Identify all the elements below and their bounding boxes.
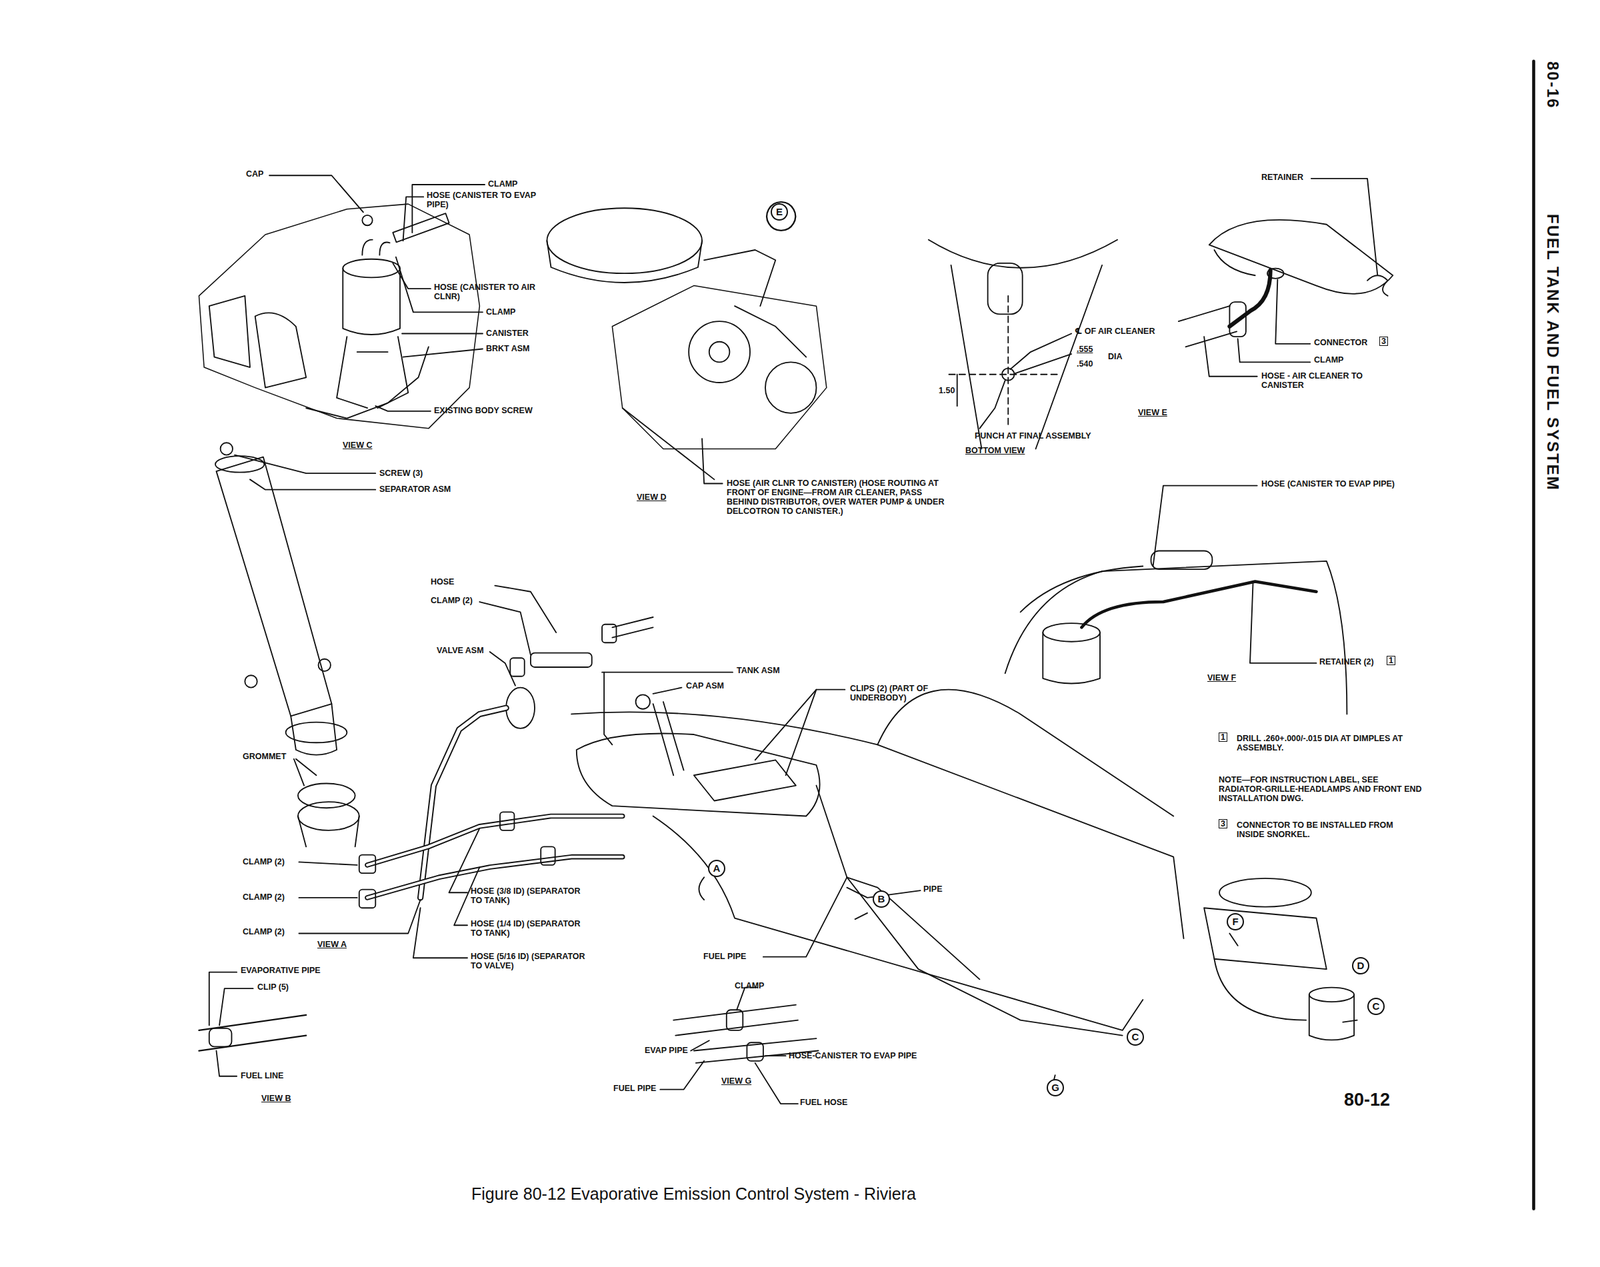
part-label: EVAP PIPE — [644, 1046, 688, 1056]
part-label: HOSE (CANISTER TO EVAP PIPE) — [1261, 479, 1425, 489]
part-label: BOTTOM VIEW — [965, 446, 1025, 456]
part-label: VIEW F — [1207, 673, 1236, 683]
part-label: HOSE (5/16 ID) (SEPARATOR TO VALVE) — [470, 952, 598, 971]
part-label: CLAMP (2) — [242, 892, 285, 902]
part-label: TANK ASM — [736, 666, 780, 676]
page-number: 80-16 — [1544, 61, 1562, 109]
callout-letter: C — [1126, 1028, 1144, 1046]
part-label: HOSE (AIR CLNR TO CANISTER) (HOSE ROUTIN… — [726, 478, 946, 516]
part-label: CLIP (5) — [257, 982, 289, 992]
part-label: CLAMP — [1314, 355, 1344, 365]
part-label: HOSE (1/4 ID) (SEPARATOR TO TANK) — [470, 919, 583, 938]
part-label: CLAMP — [734, 981, 764, 991]
part-label: CONNECTOR TO BE INSTALLED FROM INSIDE SN… — [1236, 820, 1410, 840]
part-label: VALVE ASM — [436, 646, 484, 656]
part-label: PUNCH AT FINAL ASSEMBLY — [974, 431, 1092, 441]
part-label: FUEL PIPE — [703, 952, 746, 962]
part-label: CLAMP (2) — [242, 927, 285, 937]
part-label: HOSE (3/8 ID) (SEPARATOR TO TANK) — [470, 886, 583, 906]
part-label: HOSE (CANISTER TO AIR CLNR) — [434, 282, 544, 302]
part-label: FUEL LINE — [240, 1071, 284, 1081]
part-label: EVAPORATIVE PIPE — [240, 966, 321, 976]
callout-letter: F — [1226, 913, 1244, 931]
part-label: CLAMP (2) — [430, 596, 473, 606]
figure-caption: Figure 80-12 Evaporative Emission Contro… — [471, 1184, 916, 1204]
part-label: FUEL HOSE — [800, 1098, 848, 1108]
part-label: .540 — [1076, 359, 1093, 369]
part-label: CLAMP — [486, 307, 516, 317]
callout-letter: D — [1352, 957, 1370, 975]
part-label: VIEW E — [1138, 408, 1168, 418]
part-label: EXISTING BODY SCREW — [434, 406, 533, 416]
part-label: CANISTER — [486, 328, 529, 338]
part-label: CAP — [246, 169, 264, 179]
callout-letter: B — [872, 890, 890, 908]
part-label: VIEW B — [261, 1094, 291, 1104]
section-title: FUEL TANK AND FUEL SYSTEM — [1544, 214, 1562, 492]
callout-letter: G — [1046, 1079, 1064, 1097]
part-label: CLAMP — [488, 179, 518, 189]
part-label: RETAINER — [1261, 172, 1304, 182]
part-label: FUEL PIPE — [613, 1084, 656, 1094]
part-label: SEPARATOR ASM — [379, 484, 451, 494]
part-label: BRKT ASM — [486, 344, 530, 354]
part-label: NOTE—FOR INSTRUCTION LABEL, SEE RADIATOR… — [1218, 775, 1423, 804]
part-label: VIEW D — [636, 492, 666, 502]
part-label: RETAINER (2) — [1319, 657, 1374, 667]
part-label: CLAMP (2) — [242, 857, 285, 867]
part-label: VIEW A — [317, 940, 347, 950]
part-label: PIPE — [923, 884, 943, 894]
part-label: SCREW (3) — [379, 468, 423, 478]
part-label: DIA — [1108, 352, 1123, 362]
part-label: CLIPS (2) (PART OF UNDERBODY) — [850, 684, 983, 703]
part-label: 80-12 — [1344, 1090, 1390, 1110]
part-label: HOSE-CANISTER TO EVAP PIPE — [788, 1051, 917, 1061]
note-number: 3 — [1379, 336, 1388, 346]
callout-letter: A — [708, 860, 726, 878]
part-label: 1.50 — [938, 386, 955, 396]
callout-letter: E — [770, 203, 788, 221]
note-number: 1 — [1218, 732, 1228, 742]
part-label: HOSE - AIR CLEANER TO CANISTER — [1261, 371, 1404, 390]
part-label: VIEW G — [721, 1076, 752, 1086]
part-label: HOSE — [430, 577, 454, 587]
callout-letter: C — [1367, 998, 1385, 1016]
note-number: 1 — [1386, 656, 1396, 666]
note-number: 3 — [1218, 819, 1228, 829]
part-label: GROMMET — [242, 752, 286, 762]
part-label: HOSE (CANISTER TO EVAP PIPE) — [426, 190, 548, 210]
part-label: DRILL .260+.000/-.015 DIA AT DIMPLES AT … — [1236, 734, 1410, 753]
part-label: CAP ASM — [686, 681, 724, 691]
part-label: .555 — [1076, 344, 1093, 354]
part-label: CONNECTOR — [1314, 338, 1368, 348]
part-label: VIEW C — [342, 440, 372, 450]
part-label: ℄ OF AIR CLEANER — [1074, 326, 1155, 336]
